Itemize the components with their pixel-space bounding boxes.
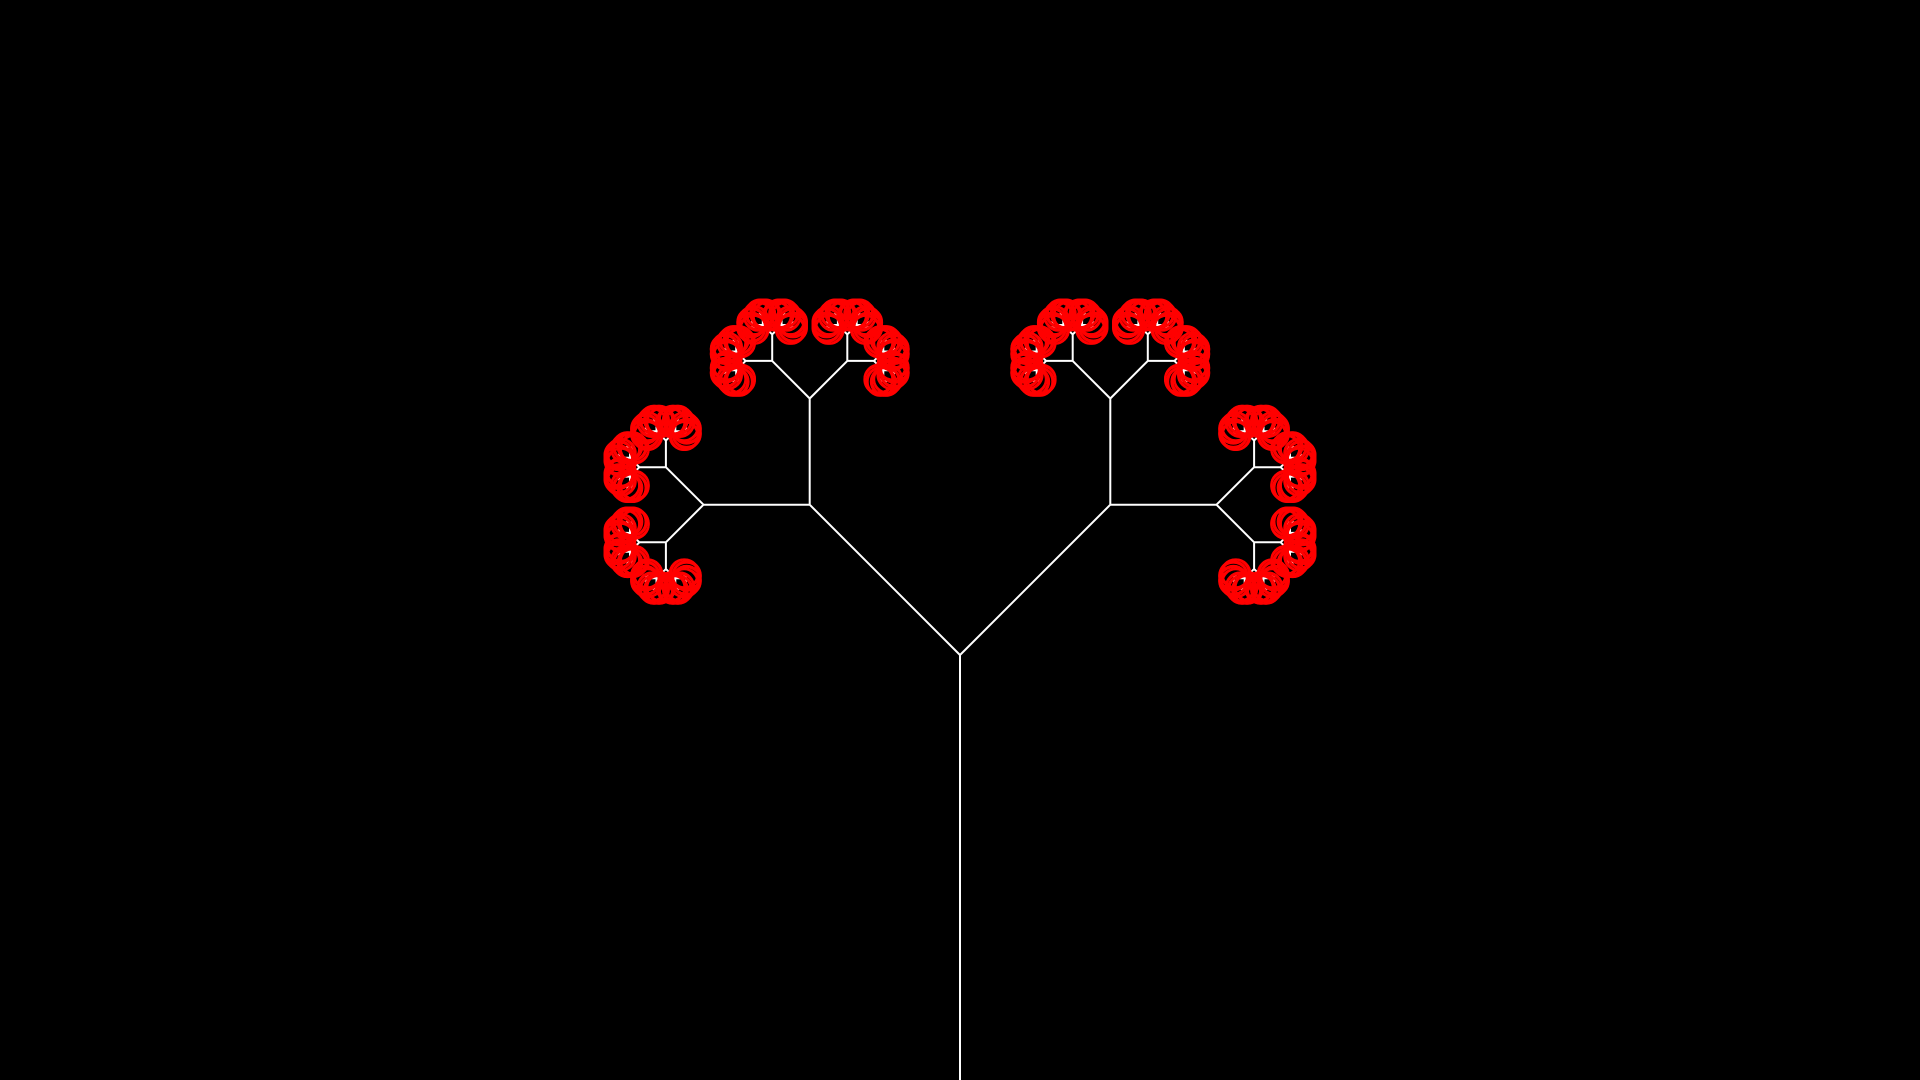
tree-leaves [603,298,1317,605]
leaf-circle [1286,521,1317,552]
leaf-circle [603,533,634,564]
leaf-circle [1075,314,1105,345]
leaf-circle [863,363,894,394]
leaf-circle [618,506,649,537]
leaf-circle [1221,558,1252,589]
leaf-circle [879,340,910,370]
leaf-circle [645,405,675,435]
leaf-circle [1271,472,1302,503]
leaf-circle [1270,469,1301,500]
leaf-circle [1127,298,1157,329]
leaf-circle [1245,574,1275,605]
leaf-circle [1165,366,1196,397]
leaf-circle [777,313,808,344]
leaf-circle [1078,313,1109,344]
leaf-circle [1051,298,1082,329]
leaf-circle [671,419,702,450]
leaf-circle [603,458,634,489]
leaf-circle [1180,340,1210,370]
leaf-circle [1218,560,1249,590]
leaf-circle [619,510,650,540]
leaf-circle [668,420,699,451]
leaf-circle [774,314,805,345]
leaf-circle [1164,363,1194,394]
leaf-circle [865,366,895,397]
leaf-circle [826,298,857,329]
